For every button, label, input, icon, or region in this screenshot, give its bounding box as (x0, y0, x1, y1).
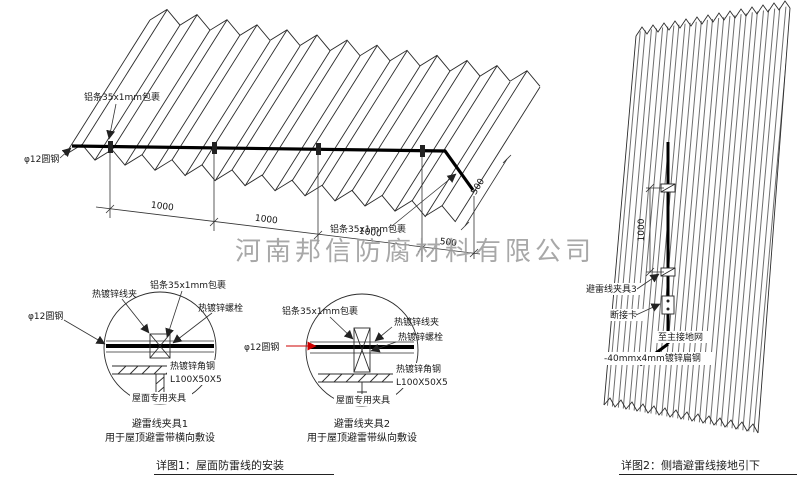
wire-clamp-mark (108, 141, 113, 153)
detail1-annotations: 热镀锌线夹 铝条35x1mm包裹 热镀锌螺栓 φ12圆钢 热镀锌角钢 L100X… (28, 279, 243, 444)
wire-clamp-mark (212, 142, 217, 154)
detail1-label-bolt: 热镀锌螺栓 (198, 302, 243, 314)
label-backplate (655, 331, 709, 343)
leader-line (370, 341, 397, 353)
dimension-label: 1000 (254, 214, 278, 227)
leader-line (374, 326, 393, 342)
wall-label-disconnect: 断接卡 (610, 309, 637, 321)
detail2-label-alu-wrap: 铝条35x1mm包裹 (282, 305, 358, 317)
lightning-wire-group (71, 141, 475, 191)
detail2-label-angle-steel: 热镀锌角钢 (396, 363, 441, 375)
roof-label-alu-wrap-right: 铝条35x1mm包裹 (330, 223, 406, 235)
wall-drawing (603, 0, 791, 434)
dimension-label: 500 (470, 177, 488, 197)
detail1-title: 避雷线夹具1 (132, 417, 188, 430)
detail1-subtitle: 用于屋顶避雷带横向敷设 (105, 431, 215, 444)
label-backplate (167, 360, 227, 385)
leader-line (59, 147, 72, 159)
dimension-label: 1000 (358, 227, 382, 240)
roof-front-edge (64, 143, 456, 222)
leader-line (121, 298, 150, 334)
lightning-wire (71, 144, 475, 191)
label-backplate (584, 283, 642, 295)
leader-line (391, 173, 457, 227)
dimension-label: 500 (439, 237, 458, 249)
wall-side-edges (603, 7, 791, 434)
detail1-label-wire-clip: 热镀锌线夹 (92, 288, 137, 300)
detail2-annotations: 铝条35x1mm包裹 热镀锌线夹 热镀锌螺栓 φ12圆钢 热镀锌角钢 L100X… (244, 305, 453, 444)
detail2-label-round-steel: φ12圆钢 (244, 341, 279, 353)
roof-label-alu-wrap-top: 铝条35x1mm包裹 (84, 91, 160, 103)
leader-line (329, 316, 354, 340)
roof-back-edge (149, 8, 541, 87)
detail-circle-1 (103, 291, 217, 405)
detail-circle-2 (305, 293, 419, 407)
detail1-clamp (149, 333, 171, 359)
watermark-text: 河南邦信防腐材料有限公司 (235, 237, 595, 267)
detail2-label-angle-size: L100X50X5 (396, 378, 448, 388)
roof-annotations: 铝条35x1mm包裹 φ12圆钢 铝条35x1mm包裹 (24, 91, 457, 235)
label-backplate (601, 352, 713, 365)
leader-line (165, 290, 183, 338)
leader-line (635, 303, 661, 316)
corrugated-wall-panel (604, 6, 790, 433)
wall-annotations: 避雷线夹具3 断接卡 至主接地网 -40mmx4mm镀锌扁钢 (584, 273, 713, 365)
disconnect-link (661, 295, 675, 315)
roof-ridge-lines (64, 9, 541, 223)
wire-clamp-mark (316, 143, 321, 155)
wall-label-to-ground: 至主接地网 (658, 331, 703, 343)
detail1-label-angle-steel: 热镀锌角钢 (170, 360, 215, 372)
detail2-label-wire-clip: 热镀锌线夹 (394, 316, 439, 328)
figure1-caption: 详图1：屋面防雷线的安装 (156, 458, 284, 472)
wall-top-edge (635, 0, 791, 37)
figure2-caption: 详图2：侧墙避雷线接地引下 (621, 458, 760, 472)
detail1-label-angle-size: L100X50X5 (170, 375, 222, 385)
wire-clamp-mark (420, 145, 425, 157)
wall-label-clamp3: 避雷线夹具3 (586, 283, 637, 295)
wall-dimension (645, 183, 664, 277)
detail2-clamp (353, 327, 371, 373)
detail1-label-roof-fixture: 屋面专用夹具 (132, 392, 186, 404)
wall-bottom-edge (603, 397, 759, 434)
leader-line (106, 103, 117, 140)
wall-dimension-label: 1000 (637, 218, 647, 241)
detail2-label-roof-fixture: 屋面专用夹具 (336, 394, 390, 406)
wall-label-flat-steel: -40mmx4mm镀锌扁钢 (604, 352, 701, 364)
detail2-title: 避雷线夹具2 (334, 417, 390, 430)
detail2-label-bolt: 热镀锌螺栓 (398, 331, 443, 343)
roof-isometric-drawing (64, 8, 541, 223)
roof-label-round-steel: φ12圆钢 (24, 153, 59, 165)
label-backplate (608, 309, 644, 321)
leader-line (636, 273, 660, 290)
detail2-subtitle: 用于屋顶避雷带纵向敷设 (307, 431, 417, 444)
label-backplate (334, 394, 396, 406)
label-backplate (130, 392, 192, 404)
roof-dimension-lines (95, 153, 512, 259)
label-backplate (393, 363, 453, 388)
leader-line (63, 319, 106, 345)
dimension-label: 1000 (150, 201, 174, 214)
detail1-label-round-steel: φ12圆钢 (28, 310, 63, 322)
leader-line (172, 312, 213, 344)
detail1-label-alu-wrap: 铝条35x1mm包裹 (150, 279, 226, 291)
